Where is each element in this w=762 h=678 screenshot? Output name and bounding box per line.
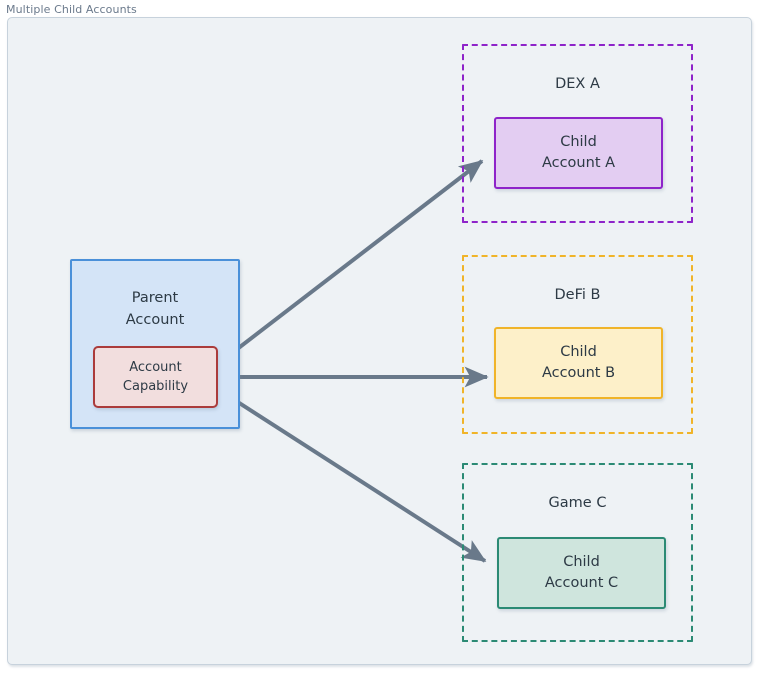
group-defi-b-label: DeFi B [554, 287, 601, 303]
group-game-c-label: Game C [548, 495, 607, 511]
child-account-c-label: Child Account C [544, 554, 619, 591]
diagram-canvas: Parent Account Account Capability DEX A … [7, 17, 752, 665]
edge-capability-to-child-a [217, 159, 484, 365]
child-account-b-label: Child Account B [541, 344, 616, 381]
child-account-a-node[interactable]: Child Account A [494, 117, 663, 189]
frame-title: Multiple Child Accounts [6, 3, 137, 16]
account-capability-node[interactable]: Account Capability [93, 346, 218, 408]
group-dex-a-label: DEX A [555, 76, 600, 92]
child-account-b-node[interactable]: Child Account B [494, 327, 663, 399]
parent-account-label: Parent Account [125, 290, 185, 328]
edge-capability-to-child-c [217, 388, 487, 563]
child-account-c-node[interactable]: Child Account C [497, 537, 666, 609]
group-defi-b[interactable]: DeFi B [462, 255, 693, 434]
child-account-a-label: Child Account A [541, 134, 616, 171]
group-dex-a[interactable]: DEX A [462, 44, 693, 223]
account-capability-label: Account Capability [122, 360, 189, 394]
group-game-c[interactable]: Game C [462, 463, 693, 642]
